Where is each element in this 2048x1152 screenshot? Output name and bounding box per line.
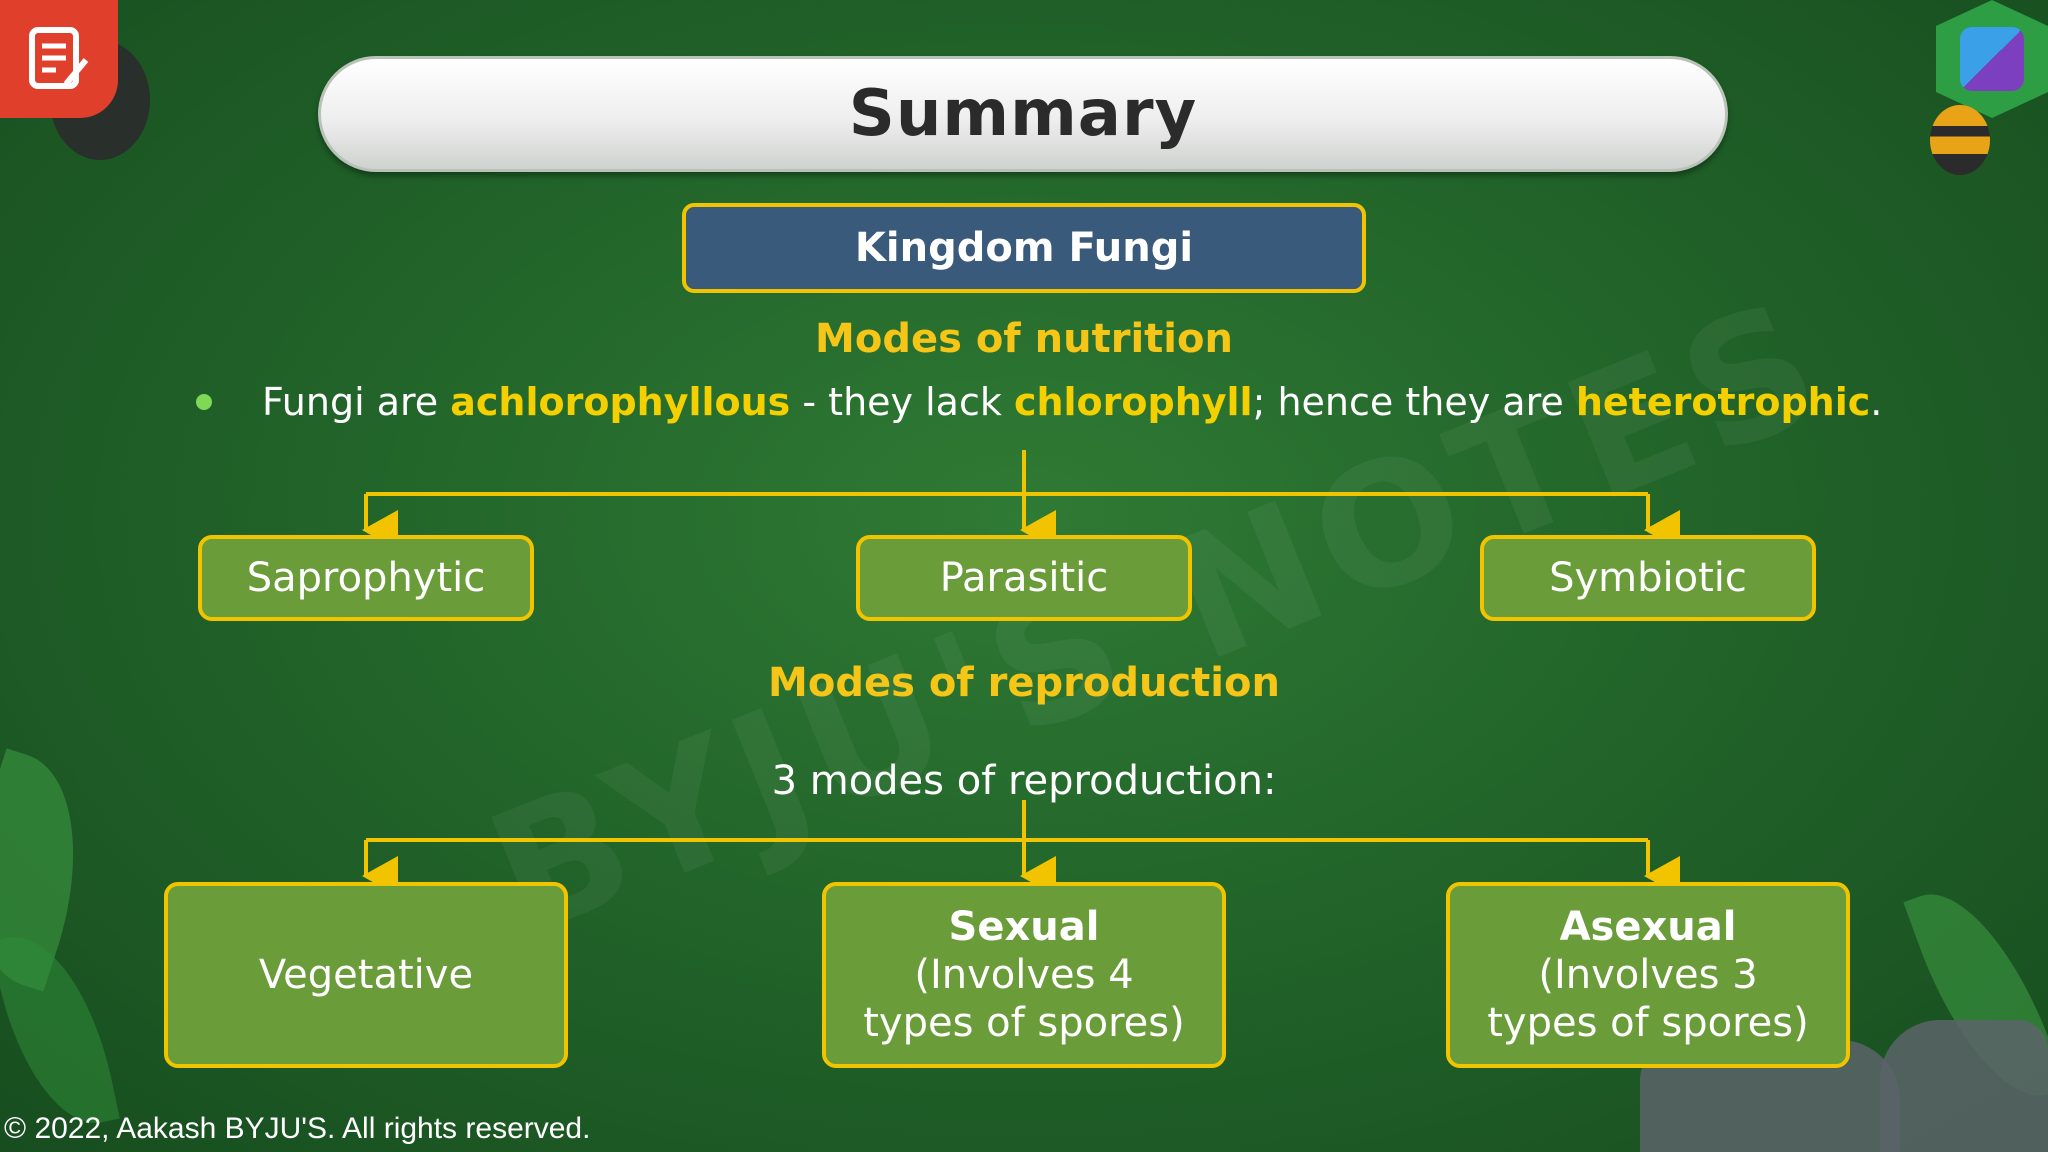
statement-text: Fungi are achlorophyllous - they lack ch… bbox=[262, 380, 1882, 424]
highlight-achlorophyllous: achlorophyllous bbox=[450, 380, 791, 424]
reproduction-subheading: 3 modes of reproduction: bbox=[771, 758, 1277, 804]
kingdom-box: Kingdom Fungi bbox=[682, 203, 1366, 293]
reproduction-type-detail: (Involves 4 types of spores) bbox=[863, 952, 1185, 1046]
highlight-heterotrophic: heterotrophic bbox=[1575, 380, 1871, 424]
kingdom-label: Kingdom Fungi bbox=[854, 225, 1194, 271]
reproduction-type-title: Sexual bbox=[948, 904, 1100, 950]
statement-part: Fungi are bbox=[262, 380, 451, 424]
nutrition-box-parasitic: Parasitic bbox=[856, 535, 1192, 621]
reproduction-box-vegetative: Vegetative bbox=[164, 882, 568, 1068]
rock-decoration-2 bbox=[1880, 1020, 2048, 1152]
reproduction-box-sexual: Sexual (Involves 4 types of spores) bbox=[822, 882, 1226, 1068]
nutrition-box-symbiotic: Symbiotic bbox=[1480, 535, 1816, 621]
nutrition-type-label: Symbiotic bbox=[1549, 555, 1747, 601]
copyright-footer: © 2022, Aakash BYJU'S. All rights reserv… bbox=[4, 1112, 591, 1145]
title-banner: Summary bbox=[318, 56, 1728, 172]
nutrition-type-label: Saprophytic bbox=[246, 555, 486, 601]
statement-part: . bbox=[1870, 380, 1883, 424]
notes-icon bbox=[0, 0, 118, 118]
reproduction-type-title: Vegetative bbox=[258, 952, 474, 998]
nutrition-box-saprophytic: Saprophytic bbox=[198, 535, 534, 621]
statement-part: ; hence they are bbox=[1252, 380, 1576, 424]
reproduction-heading: Modes of reproduction bbox=[768, 660, 1280, 706]
nutrition-heading: Modes of nutrition bbox=[815, 316, 1233, 362]
nutrition-statement: Fungi are achlorophyllous - they lack ch… bbox=[196, 380, 1996, 424]
bee-icon bbox=[1930, 105, 1990, 175]
reproduction-type-detail: (Involves 3 types of spores) bbox=[1487, 952, 1809, 1046]
highlight-chlorophyll: chlorophyll bbox=[1013, 380, 1253, 424]
byjus-logo-icon bbox=[1936, 0, 2048, 118]
reproduction-type-title: Asexual bbox=[1559, 904, 1737, 950]
reproduction-box-asexual: Asexual (Involves 3 types of spores) bbox=[1446, 882, 1850, 1068]
bullet-icon bbox=[196, 394, 212, 410]
page-title: Summary bbox=[848, 77, 1198, 151]
statement-part: - they lack bbox=[790, 380, 1014, 424]
nutrition-type-label: Parasitic bbox=[939, 555, 1109, 601]
